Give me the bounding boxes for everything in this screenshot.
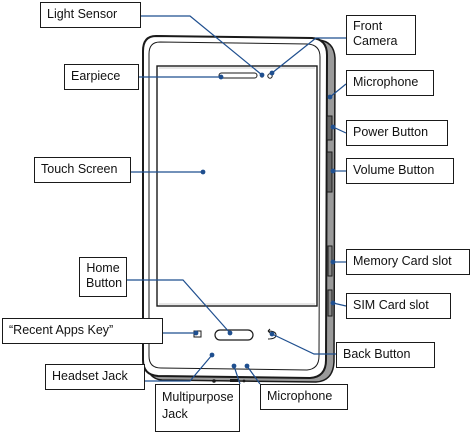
leader-light-sensor	[141, 15, 263, 76]
bottom-microphone-port	[242, 379, 246, 383]
label-multipurpose-jack: Multipurpose Jack	[155, 384, 240, 432]
touch-screen-area	[156, 65, 318, 307]
earpiece-grille	[218, 72, 258, 79]
label-recent-apps-key: “Recent Apps Key”	[2, 318, 163, 344]
label-touch-screen: Touch Screen	[34, 157, 131, 183]
back-icon	[267, 328, 277, 340]
label-memory-card-slot: Memory Card slot	[346, 249, 470, 275]
label-earpiece: Earpiece	[64, 64, 139, 90]
leader-home	[127, 279, 231, 334]
label-microphone-bottom: Microphone	[260, 384, 348, 410]
label-home-button: Home Button	[79, 257, 127, 297]
label-power-button: Power Button	[346, 120, 448, 146]
label-light-sensor: Light Sensor	[40, 2, 141, 28]
leader-back	[271, 333, 336, 355]
label-volume-button: Volume Button	[346, 158, 454, 184]
label-microphone-top: Microphone	[346, 70, 434, 96]
label-front-camera: Front Camera	[346, 15, 416, 55]
leader-headset	[145, 354, 213, 382]
label-back-button: Back Button	[336, 342, 435, 368]
leader-front-camera	[271, 37, 346, 74]
label-sim-card-slot: SIM Card slot	[346, 293, 451, 319]
tablet-bezel-line	[148, 41, 321, 371]
leader-dots	[193, 70, 336, 369]
leader-microphone-top	[329, 83, 347, 98]
home-button-key	[214, 329, 254, 341]
headset-jack-port	[212, 379, 216, 383]
label-headset-jack: Headset Jack	[45, 364, 145, 390]
multipurpose-jack-port	[230, 379, 238, 382]
leader-microphone-bottom	[246, 365, 261, 385]
leader-multipurpose	[233, 365, 241, 385]
